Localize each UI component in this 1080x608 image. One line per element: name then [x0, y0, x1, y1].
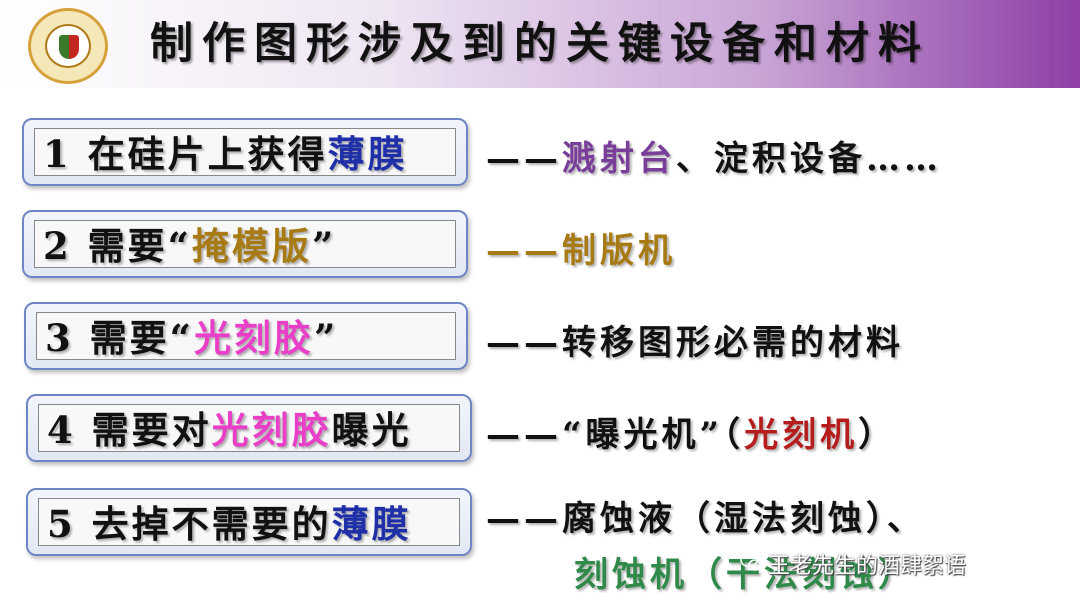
item-number: 3 — [45, 316, 74, 360]
result-4: ——“曝光机”（光刻机） — [486, 412, 896, 458]
item-suffix: ” — [313, 316, 339, 360]
school-logo — [28, 8, 108, 84]
result-5-continued: 刻蚀机（干法刻蚀） — [574, 555, 916, 595]
result-suffix: ） — [858, 415, 897, 455]
result-2: ——制版机 — [486, 231, 676, 271]
watermark-text: 王老先生的酒肆絮语 — [768, 554, 967, 579]
item-text-5: 5 去掉不需要的薄膜 — [38, 498, 460, 546]
result-highlight: 光刻机 — [744, 415, 859, 455]
item-number: 2 — [43, 224, 72, 268]
result-suffix: 、淀积设备…… — [676, 139, 942, 179]
item-box-1: 1 在硅片上获得薄膜 — [22, 118, 468, 186]
wechat-icon — [740, 552, 762, 571]
item-suffix: ” — [311, 224, 337, 268]
item-highlight: 光刻胶 — [193, 316, 314, 360]
result-dash: —— — [486, 139, 562, 179]
item-highlight: 薄膜 — [327, 132, 408, 176]
item-prefix: 需要“ — [87, 224, 192, 268]
result-3: ——转移图形必需的材料 — [486, 323, 904, 363]
item-highlight: 薄膜 — [331, 502, 412, 546]
item-prefix: 需要对 — [91, 408, 212, 452]
item-number: 1 — [43, 132, 72, 176]
item-prefix: 需要“ — [89, 316, 194, 360]
result-highlight: 溅射台 — [562, 139, 676, 179]
title-bar: 制作图形涉及到的关键设备和材料 — [0, 0, 1080, 88]
result-prefix: ——“曝光机”（ — [486, 415, 745, 455]
page-title: 制作图形涉及到的关键设备和材料 — [150, 19, 930, 69]
item-box-3: 3 需要“光刻胶” — [24, 302, 468, 370]
item-box-5: 5 去掉不需要的薄膜 — [26, 488, 472, 556]
result-5: ——腐蚀液（湿法刻蚀）、 — [486, 499, 925, 539]
item-text-1: 1 在硅片上获得薄膜 — [34, 128, 456, 176]
item-prefix: 在硅片上获得 — [87, 132, 328, 176]
item-text-2: 2 需要“掩模版” — [34, 220, 456, 268]
item-box-2: 2 需要“掩模版” — [22, 210, 468, 278]
item-highlight: 光刻胶 — [211, 408, 332, 452]
result-1: ——溅射台、淀积设备…… — [486, 136, 942, 182]
item-text-4: 4 需要对光刻胶曝光 — [38, 404, 460, 452]
item-highlight: 掩模版 — [191, 224, 312, 268]
item-number: 5 — [47, 502, 76, 546]
item-number: 4 — [47, 408, 76, 452]
item-box-4: 4 需要对光刻胶曝光 — [26, 394, 472, 462]
item-prefix: 去掉不需要的 — [91, 502, 332, 546]
item-suffix: 曝光 — [331, 408, 412, 452]
item-text-3: 3 需要“光刻胶” — [36, 312, 456, 360]
